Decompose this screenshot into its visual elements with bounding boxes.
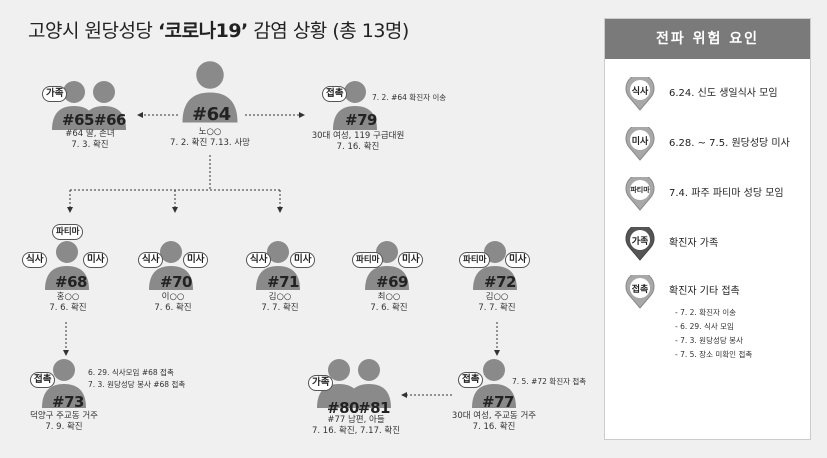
case-65-date: 7. 3. 확진 [71, 140, 109, 150]
case-69-date: 7. 6. 확진 [370, 303, 408, 313]
legend-party-text: 7.4. 파주 파티마 성당 모임 [669, 188, 784, 199]
case-80-number: #80 [327, 399, 359, 417]
badge-party-68: 파티마 [52, 224, 84, 240]
case-68-number: #68 [55, 273, 87, 291]
badge-contact-79: 접촉 [322, 86, 348, 102]
badge-party-72: 파티마 [459, 252, 491, 268]
case-79-date: 7. 16. 확진 [336, 142, 380, 152]
case-73-note1: 6. 29. 식사모임 #68 접촉 [88, 368, 174, 377]
badge-party-69: 파티마 [352, 252, 384, 268]
badge-family-80: 가족 [308, 375, 334, 391]
case-68-name: 홍○○ [56, 292, 80, 302]
case-70-caption: 이○○ 7. 6. 확진 [154, 292, 191, 314]
legend-item-party: 파티마 7.4. 파주 파티마 성당 모임 [625, 177, 805, 211]
risk-factor-panel: 전파 위험 요인 식사 6.24. 신도 생일식사 모임 미사 6.28. ~ … [604, 18, 811, 440]
case-73-number: #73 [52, 393, 84, 411]
case-65-caption: #64 딸, 손녀 7. 3. 확진 [65, 129, 115, 151]
legend-item-mass: 미사 6.28. ~ 7.5. 원당성당 미사 [625, 127, 805, 161]
badge-mass-71: 미사 [290, 252, 316, 268]
family-badge-label: 가족 [631, 237, 649, 247]
meal-pin-icon [625, 77, 655, 111]
case-73-desc: 덕양구 주교동 거주 [30, 411, 98, 421]
case-64-number: #64 [192, 104, 231, 125]
badge-mass-70: 미사 [183, 252, 209, 268]
contact-subitem: - 7. 2. 확진자 이송 [675, 308, 737, 317]
case-68-date: 7. 6. 확진 [49, 303, 87, 313]
case-71-number: #71 [267, 273, 299, 291]
case-64-name: 노○○ [198, 127, 222, 137]
family-pin-icon [625, 227, 655, 261]
legend-item-meal: 식사 6.24. 신도 생일식사 모임 [625, 77, 805, 111]
case-77-desc: 30대 여성, 주교동 거주 [451, 411, 537, 421]
case-80-caption: #77 남편, 아들 7. 16. 확진, 7.17. 확진 [312, 415, 400, 437]
badge-mass-69: 미사 [398, 252, 424, 268]
contact-pin-icon [625, 275, 655, 309]
panel-title: 전파 위험 요인 [605, 19, 810, 59]
mass-badge-label: 미사 [631, 137, 649, 147]
case-81-number: #81 [358, 399, 390, 417]
case-72-name: 김○○ [485, 292, 509, 302]
contact-subitem: - 6. 29. 식사 모임 [675, 322, 734, 331]
case-77-number: #77 [482, 393, 514, 411]
case-65-number: #65 [62, 111, 94, 129]
case-73-date: 7. 9. 확진 [45, 422, 83, 432]
case-77-caption: 30대 여성, 주교동 거주 7. 16. 확진 [452, 411, 536, 433]
case-71-name: 김○○ [268, 292, 292, 302]
badge-meal-68: 식사 [22, 252, 48, 268]
legend-item-contact: 접촉 확진자 기타 접촉 [625, 275, 805, 309]
case-79-number: #79 [345, 111, 377, 129]
case-79-caption: 30대 여성, 119 구급대원 7. 16. 확진 [312, 131, 405, 153]
party-pin-icon [625, 177, 655, 211]
case-69-caption: 최○○ 7. 6. 확진 [370, 292, 407, 314]
case-72-caption: 김○○ 7. 7. 확진 [478, 292, 515, 314]
case-66-number: #66 [94, 111, 126, 129]
party-badge-label: 파티마 [630, 186, 650, 194]
case-69-name: 최○○ [377, 292, 401, 302]
case-70-number: #70 [160, 273, 192, 291]
legend-meal-text: 6.24. 신도 생일식사 모임 [669, 88, 778, 99]
case-65-rel: #64 딸, 손녀 [65, 129, 115, 139]
case-71-date: 7. 7. 확진 [261, 303, 299, 313]
case-73-caption: 덕양구 주교동 거주 7. 9. 확진 [30, 411, 98, 433]
case-69-number: #69 [376, 273, 408, 291]
legend-mass-text: 6.28. ~ 7.5. 원당성당 미사 [669, 138, 790, 149]
title-count: (총 13명) [332, 20, 409, 42]
contact-subitem: - 7. 3. 원당성당 봉사 [675, 336, 743, 345]
badge-contact-73: 접촉 [30, 372, 56, 388]
badge-meal-70: 식사 [138, 252, 164, 268]
case-73-note2: 7. 3. 원당성당 봉사 #68 접촉 [88, 380, 186, 389]
contact-subitem: - 7. 5. 장소 미확인 접촉 [675, 350, 753, 359]
case-70-name: 이○○ [161, 292, 185, 302]
title-text: 고양시 원당성당 [28, 20, 158, 42]
case-64-caption: 노○○ 7. 2. 확진 7.13. 사망 [170, 127, 250, 149]
case-77-note: 7. 5. #72 확진자 접촉 [512, 377, 587, 386]
badge-mass-72: 미사 [505, 252, 531, 268]
badge-meal-71: 식사 [246, 252, 272, 268]
meal-badge-label: 식사 [631, 87, 649, 97]
legend-contact-text: 확진자 기타 접촉 [669, 286, 740, 297]
case-64-date: 7. 2. 확진 7.13. 사망 [170, 138, 250, 148]
case-80-date: 7. 16. 확진, 7.17. 확진 [311, 426, 401, 436]
case-72-date: 7. 7. 확진 [478, 303, 516, 313]
badge-mass-68: 미사 [83, 252, 109, 268]
case-71-caption: 김○○ 7. 7. 확진 [261, 292, 298, 314]
case-68-caption: 홍○○ 7. 6. 확진 [49, 292, 86, 314]
contact-badge-label: 접촉 [631, 285, 649, 295]
badge-contact-77: 접촉 [458, 372, 484, 388]
case-80-rel: #77 남편, 아들 [327, 415, 385, 425]
legend-item-family: 가족 확진자 가족 [625, 227, 805, 261]
case-79-desc: 30대 여성, 119 구급대원 [311, 131, 405, 141]
case-70-date: 7. 6. 확진 [154, 303, 192, 313]
case-79-note: 7. 2. #64 확진자 이송 [372, 93, 447, 102]
page-title: 고양시 원당성당 ‘코로나19’ 감염 상황 (총 13명) [28, 16, 409, 43]
case-77-date: 7. 16. 확진 [472, 422, 516, 432]
mass-pin-icon [625, 127, 655, 161]
badge-family-65: 가족 [42, 86, 68, 102]
title-mid: 감염 상황 [247, 20, 333, 42]
case-72-number: #72 [484, 273, 516, 291]
legend-family-text: 확진자 가족 [669, 238, 719, 249]
title-bold: ‘코로나19’ [157, 20, 248, 42]
